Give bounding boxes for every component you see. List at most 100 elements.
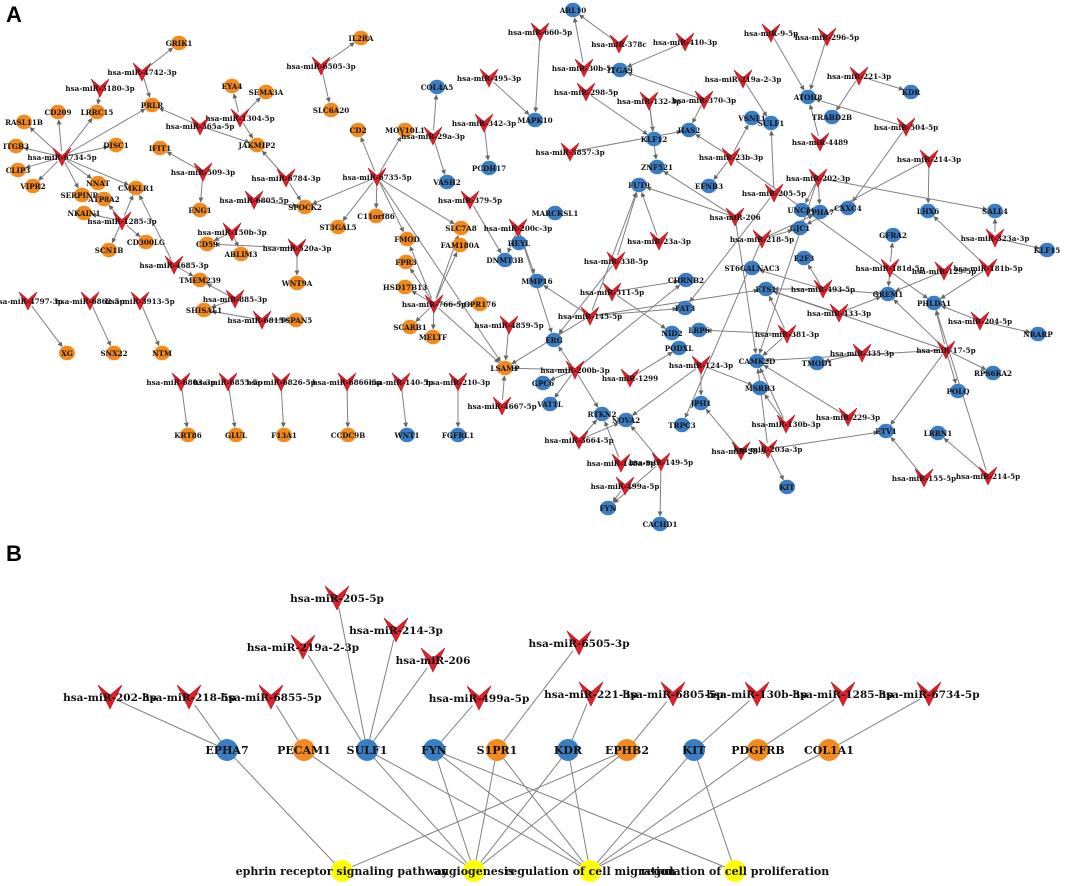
edge-m155-ETV1 xyxy=(890,436,921,474)
node-slc6a20: SLC6A20 xyxy=(313,102,349,118)
mirna-hsa-mir-218-5p: hsa-miR-218-5p xyxy=(142,684,236,710)
node-kdr: KDR xyxy=(902,84,921,100)
node-label: F13A1 xyxy=(271,431,297,440)
process-circle xyxy=(463,860,485,882)
node-nkain1: NKAIN1 xyxy=(67,205,101,221)
node-erg: ERG xyxy=(545,332,563,348)
edge-mb499-FYN xyxy=(440,705,473,743)
edge-SULF1-p_ang xyxy=(373,757,468,864)
edge-m493-E2F3 xyxy=(807,264,821,285)
node-label: MMP16 xyxy=(521,277,552,286)
edge-m218-EPHA7 xyxy=(767,214,814,237)
edge-FYN-p_ang xyxy=(436,759,471,861)
edge-m504-ATOH8 xyxy=(815,98,901,126)
node-label: WNT9A xyxy=(281,279,313,288)
node-label: hsa-miR-6803-3p xyxy=(146,378,215,387)
gene-circle xyxy=(481,160,497,176)
edge-m3857-HAS2 xyxy=(575,129,682,152)
gene-circle xyxy=(542,396,558,412)
node-hsa-mir-766-5p: hsa-miR-766-5p xyxy=(402,294,466,314)
node-hsa-mir-6803-3p: hsa-miR-6803-3p xyxy=(146,372,216,392)
node-nnat: NNAT xyxy=(86,175,110,191)
edge-S1PR1-p_mig xyxy=(502,757,584,863)
gene-circle xyxy=(693,395,709,411)
mirna-shape xyxy=(574,58,594,78)
node-clip3: CLIP3 xyxy=(6,162,30,178)
node-label: EYA4 xyxy=(222,82,243,91)
edge-m6735-LSAMP xyxy=(379,181,501,362)
node-label: hsa-miR-28-5p xyxy=(711,447,770,456)
edge-m203a-ETV1 xyxy=(773,430,879,449)
mirna-shape xyxy=(578,681,604,707)
node-label: VIPR2 xyxy=(19,182,45,191)
edge-m766-FMOD xyxy=(409,245,433,299)
node-label: PRLR xyxy=(141,101,164,110)
gene-circle xyxy=(152,140,168,156)
node-label: TRABD2B xyxy=(812,113,852,122)
edge-m511-CHRNB2 xyxy=(617,279,679,292)
edge-KDR-p_ang xyxy=(480,757,563,863)
node-label: TMEM239 xyxy=(179,276,221,285)
node-hsa-mir-6815-5p: hsa-miR-6815-5p xyxy=(227,310,297,330)
node-gjc1: GJC1 xyxy=(790,220,810,236)
edge-mb214-SULF1 xyxy=(369,639,395,740)
node-label: hsa-miR-145-5p xyxy=(558,312,622,321)
node-label: hsa-miR-23b-3p xyxy=(699,153,763,162)
node-label: KDR xyxy=(902,88,921,97)
mirna-shape xyxy=(337,372,357,392)
gene-circle xyxy=(930,425,946,441)
edge-m130b-MSRB3 xyxy=(764,394,783,420)
mirna-shape xyxy=(258,684,284,710)
node-hsa-mir-520a-3p: hsa-miR-520a-3p xyxy=(263,238,331,258)
node-hsd17b13: HSD17B13 xyxy=(383,279,427,295)
node-hsa-mir-181b-5p: hsa-miR-181b-5p xyxy=(953,258,1023,278)
node-label: FYN xyxy=(600,504,617,513)
edge-m4742-PRLR xyxy=(143,77,151,98)
mirna-shape xyxy=(675,32,695,52)
edge-m1285-CMKLR1 xyxy=(123,194,134,216)
node-etv1: ETV1 xyxy=(875,423,897,439)
node-f13a1: F13A1 xyxy=(271,427,297,443)
node-label: hsa-miR-181b-5p xyxy=(953,264,1022,273)
node-hsa-mir-296-5p: hsa-miR-296-5p xyxy=(795,27,859,47)
edge-m1285-ATP8A2 xyxy=(108,204,119,217)
node-snx22: SNX22 xyxy=(100,345,128,361)
node-label: NTM xyxy=(152,349,172,358)
node-hsa-mir-381-3p: hsa-miR-381-3p xyxy=(755,324,819,344)
node-hsa-mir-323a-3p: hsa-miR-323a-3p xyxy=(961,228,1029,248)
node-hsa-mir-660-5p: hsa-miR-660-5p xyxy=(508,22,572,42)
gene-circle xyxy=(878,423,894,439)
node-label: LSAMP xyxy=(490,364,520,373)
node-label: PODXL xyxy=(665,344,694,353)
mirna-label: hsa-miR-6505-3p xyxy=(528,638,629,650)
edge-m4859-LSAMP xyxy=(503,330,509,361)
edge-m4489-ATOH8 xyxy=(808,104,819,137)
mirna-hsa-mir-205-5p: hsa-miR-205-5p xyxy=(290,585,384,611)
node-fat3: FAT3 xyxy=(675,300,695,316)
node-spock2: SPOCK2 xyxy=(288,199,322,215)
node-label: HEYL xyxy=(508,239,530,248)
edge-m370-ITGA9 xyxy=(627,71,699,99)
node-gpc6: GPC6 xyxy=(532,375,554,391)
node-hsa-mir-4859-5p: hsa-miR-4859-5p xyxy=(474,315,544,335)
process-label: angiogenesis xyxy=(434,865,515,878)
gene-circle xyxy=(397,279,413,295)
mirna-shape xyxy=(606,251,626,271)
node-label: hsa-miR-30b-5p xyxy=(552,64,616,73)
gene-circle xyxy=(50,104,66,120)
edge-m338-ERG xyxy=(558,265,613,335)
node-phlda1: PHLDA1 xyxy=(917,295,951,311)
edge-m149-NOVA2 xyxy=(630,425,658,458)
edge-EPHB2-p_ang xyxy=(482,755,620,865)
edge-m206-CAMK2D xyxy=(735,222,758,354)
edge-m495-MAPK10 xyxy=(493,81,530,115)
node-label: hsa-miR-214-5p xyxy=(956,472,1020,481)
edge-m6826-F13A1 xyxy=(280,387,286,428)
node-label: MAPK10 xyxy=(517,116,552,125)
gene-label: PDGFRB xyxy=(731,744,784,757)
node-label: CD59 xyxy=(196,240,218,249)
mirna-shape xyxy=(761,23,781,43)
gene-circle xyxy=(652,516,668,532)
node-label: hsa-miR-6784-3p xyxy=(251,174,320,183)
node-cd209: CD209 xyxy=(45,104,71,120)
